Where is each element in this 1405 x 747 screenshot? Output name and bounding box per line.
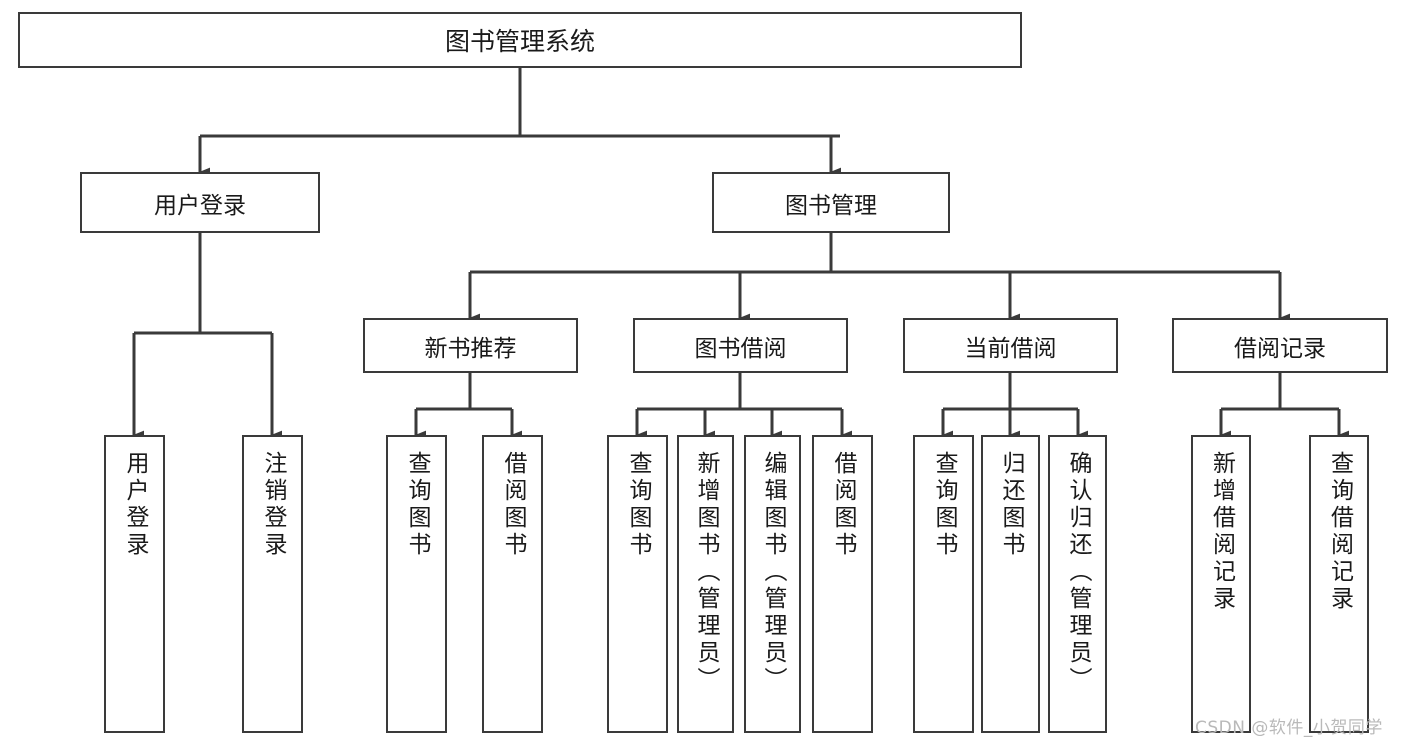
- leaf-label: 用户登录: [122, 451, 148, 559]
- leaf-record-add[interactable]: 新增借阅记录: [1191, 435, 1251, 733]
- leaf-current-confirm-return[interactable]: 确认归还（管理员）: [1048, 435, 1107, 733]
- leaf-label: 确认归还（管理员）: [1065, 451, 1091, 694]
- node-borrow-record-label: 借阅记录: [1234, 335, 1326, 362]
- leaf-label: 查询图书: [931, 451, 957, 559]
- leaf-label: 查询借阅记录: [1326, 451, 1353, 613]
- leaf-label: 查询图书: [404, 451, 430, 559]
- node-current-borrow-label: 当前借阅: [964, 335, 1057, 362]
- leaf-borrow-edit-book[interactable]: 编辑图书（管理员）: [744, 435, 801, 733]
- leaf-new-book-query[interactable]: 查询图书: [386, 435, 447, 733]
- node-new-book-recommend[interactable]: 新书推荐: [363, 318, 578, 373]
- node-user-login[interactable]: 用户登录: [80, 172, 320, 233]
- leaf-user-login-signin[interactable]: 用户登录: [104, 435, 165, 733]
- node-book-borrow-label: 图书借阅: [694, 335, 787, 362]
- watermark: CSDN @软件_小贺同学: [1195, 718, 1383, 738]
- leaf-borrow-borrow-book[interactable]: 借阅图书: [812, 435, 873, 733]
- node-book-management-label: 图书管理: [785, 192, 877, 219]
- node-book-management[interactable]: 图书管理: [712, 172, 950, 233]
- node-new-book-recommend-label: 新书推荐: [424, 335, 517, 362]
- leaf-record-query[interactable]: 查询借阅记录: [1309, 435, 1369, 733]
- leaf-label: 编辑图书（管理员）: [760, 451, 786, 694]
- leaf-borrow-query[interactable]: 查询图书: [607, 435, 668, 733]
- leaf-label: 借阅图书: [500, 451, 526, 559]
- leaf-label: 新增图书（管理员）: [693, 451, 719, 694]
- leaf-label: 查询图书: [625, 451, 651, 559]
- leaf-user-login-signout[interactable]: 注销登录: [242, 435, 303, 733]
- leaf-label: 借阅图书: [830, 451, 856, 559]
- leaf-current-query[interactable]: 查询图书: [913, 435, 974, 733]
- node-root-label: 图书管理系统: [444, 27, 595, 56]
- node-root[interactable]: 图书管理系统: [18, 12, 1022, 68]
- node-borrow-record[interactable]: 借阅记录: [1172, 318, 1388, 373]
- node-user-login-label: 用户登录: [154, 192, 246, 219]
- leaf-label: 归还图书: [998, 451, 1024, 559]
- leaf-borrow-add-book[interactable]: 新增图书（管理员）: [677, 435, 734, 733]
- leaf-new-book-borrow[interactable]: 借阅图书: [482, 435, 543, 733]
- leaf-label: 注销登录: [260, 451, 286, 559]
- node-current-borrow[interactable]: 当前借阅: [903, 318, 1118, 373]
- node-book-borrow[interactable]: 图书借阅: [633, 318, 848, 373]
- leaf-label: 新增借阅记录: [1208, 451, 1235, 613]
- leaf-current-return[interactable]: 归还图书: [981, 435, 1040, 733]
